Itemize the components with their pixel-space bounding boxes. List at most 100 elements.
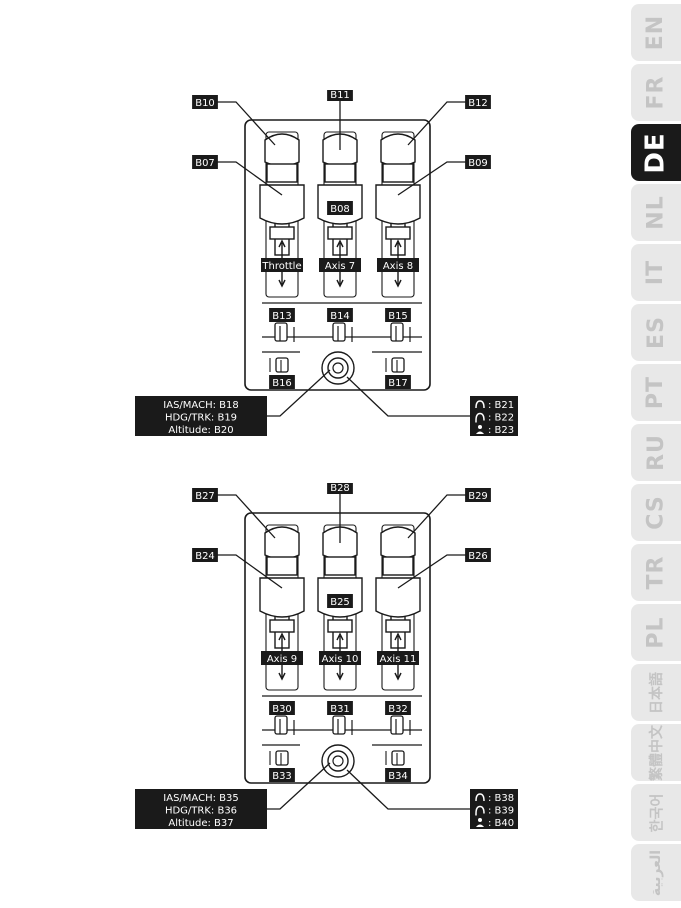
lang-tab-6[interactable]: PT bbox=[631, 364, 681, 421]
lever-3[interactable] bbox=[375, 133, 421, 288]
lever-1[interactable] bbox=[259, 526, 305, 681]
rotary-knob[interactable] bbox=[321, 744, 355, 778]
row-button-label-3: B15 bbox=[385, 308, 411, 322]
row-button-label-3: B32 bbox=[385, 701, 411, 715]
bottom-switch-2[interactable] bbox=[385, 357, 405, 373]
lang-tab-label: PL bbox=[643, 616, 669, 649]
knob-press-line-3: : B23 bbox=[488, 425, 514, 436]
lang-tab-4[interactable]: IT bbox=[631, 244, 681, 301]
knob-mode-line-3: Altitude: B20 bbox=[168, 425, 233, 436]
lang-tab-1[interactable]: FR bbox=[631, 64, 681, 121]
mid-callout-1: B24 bbox=[192, 548, 218, 562]
lever-1[interactable] bbox=[259, 133, 305, 288]
lang-tab-2[interactable]: DE bbox=[631, 124, 681, 181]
mid-callout-3: B09 bbox=[465, 155, 491, 169]
bottom-switch-2[interactable] bbox=[385, 750, 405, 766]
switch-button-2[interactable] bbox=[332, 715, 353, 735]
svg-text:B26: B26 bbox=[468, 551, 488, 562]
svg-text:Axis 7: Axis 7 bbox=[325, 261, 355, 272]
lang-tab-label: PT bbox=[643, 375, 669, 410]
bottom-button-label-1: B16 bbox=[269, 375, 295, 389]
svg-text:Throttle: Throttle bbox=[261, 261, 301, 272]
axis-label-1: Axis 9 bbox=[261, 651, 303, 665]
user-head-icon bbox=[476, 818, 484, 827]
lang-tab-0[interactable]: EN bbox=[631, 4, 681, 61]
lang-tab-7[interactable]: RU bbox=[631, 424, 681, 481]
axis-label-3: Axis 11 bbox=[377, 651, 419, 665]
svg-text:B32: B32 bbox=[388, 704, 408, 715]
lang-tab-11[interactable]: 日本語 bbox=[631, 664, 681, 721]
lang-tab-3[interactable]: NL bbox=[631, 184, 681, 241]
lang-tab-14[interactable]: العربية bbox=[631, 844, 681, 901]
svg-text:B11: B11 bbox=[330, 90, 350, 101]
hook-icon bbox=[475, 412, 485, 423]
svg-text:B34: B34 bbox=[388, 771, 408, 782]
lang-tab-13[interactable]: 한국어 bbox=[631, 784, 681, 841]
axis-label-2: Axis 10 bbox=[319, 651, 361, 665]
knob-press-callout: : B21: B22: B23 bbox=[470, 396, 518, 436]
switch-button-3[interactable] bbox=[390, 715, 411, 735]
mid-callout-3: B26 bbox=[465, 548, 491, 562]
svg-text:B08: B08 bbox=[330, 204, 350, 215]
knob-press-callout: : B38: B39: B40 bbox=[470, 789, 518, 829]
hook-icon bbox=[475, 793, 485, 802]
svg-text:B31: B31 bbox=[330, 704, 350, 715]
mid-callout-1: B07 bbox=[192, 155, 218, 169]
lang-tab-label: DE bbox=[641, 131, 671, 174]
switch-button-3[interactable] bbox=[390, 322, 411, 342]
top-callout-1: B10 bbox=[192, 95, 218, 109]
switch-button-1[interactable] bbox=[274, 322, 295, 342]
rotary-knob[interactable] bbox=[321, 351, 355, 385]
bottom-switch-1[interactable] bbox=[269, 750, 289, 766]
lang-tab-label: RU bbox=[643, 434, 669, 471]
svg-text:B09: B09 bbox=[468, 158, 488, 169]
quadrant-diagram-svg: Throttle Axis 7 Axis 8 B13 B14 B15 B16 B17 B1… bbox=[135, 87, 518, 436]
mid-callout-2: B08 bbox=[327, 201, 353, 215]
row-button-label-2: B14 bbox=[327, 308, 353, 322]
lang-tab-5[interactable]: ES bbox=[631, 304, 681, 361]
row-button-label-1: B13 bbox=[269, 308, 295, 322]
lang-tab-8[interactable]: CS bbox=[631, 484, 681, 541]
knob-mode-line-1: IAS/MACH: B35 bbox=[163, 793, 238, 804]
lang-tab-label: ES bbox=[643, 316, 669, 349]
lang-tab-10[interactable]: PL bbox=[631, 604, 681, 661]
svg-text:B14: B14 bbox=[330, 311, 350, 322]
bottom-button-label-2: B34 bbox=[385, 768, 411, 782]
svg-text:B10: B10 bbox=[195, 98, 215, 109]
svg-text:B07: B07 bbox=[195, 158, 215, 169]
knob-mode-line-1: IAS/MACH: B18 bbox=[163, 400, 238, 411]
top-callout-2: B11 bbox=[327, 87, 353, 101]
top-callout-3: B12 bbox=[465, 95, 491, 109]
svg-text:B25: B25 bbox=[330, 597, 350, 608]
lang-tab-9[interactable]: TR bbox=[631, 544, 681, 601]
lang-tab-label: العربية bbox=[647, 849, 664, 896]
switch-button-1[interactable] bbox=[274, 715, 295, 735]
axis-label-1: Throttle bbox=[261, 258, 303, 272]
mid-callout-2: B25 bbox=[327, 594, 353, 608]
diagram-top: Throttle Axis 7 Axis 8 B13 B14 B15 B16 B17 B1… bbox=[0, 87, 620, 490]
svg-text:Axis 10: Axis 10 bbox=[322, 654, 359, 665]
svg-text:B16: B16 bbox=[272, 378, 292, 389]
lever-3[interactable] bbox=[375, 526, 421, 681]
lang-tab-label: TR bbox=[643, 555, 669, 590]
lang-tab-12[interactable]: 繁體中文 bbox=[631, 724, 681, 781]
user-head-icon bbox=[476, 425, 484, 434]
top-callout-3: B29 bbox=[465, 488, 491, 502]
lang-tab-label: 日本語 bbox=[649, 671, 665, 714]
svg-text:B29: B29 bbox=[468, 491, 488, 502]
axis-label-2: Axis 7 bbox=[319, 258, 361, 272]
svg-text:B17: B17 bbox=[388, 378, 408, 389]
svg-text:B30: B30 bbox=[272, 704, 292, 715]
knob-press-line-3: : B40 bbox=[488, 818, 514, 829]
bottom-switch-1[interactable] bbox=[269, 357, 289, 373]
svg-text:B24: B24 bbox=[195, 551, 215, 562]
svg-text:Axis 8: Axis 8 bbox=[383, 261, 413, 272]
top-callout-1: B27 bbox=[192, 488, 218, 502]
switch-button-2[interactable] bbox=[332, 322, 353, 342]
row-button-label-1: B30 bbox=[269, 701, 295, 715]
